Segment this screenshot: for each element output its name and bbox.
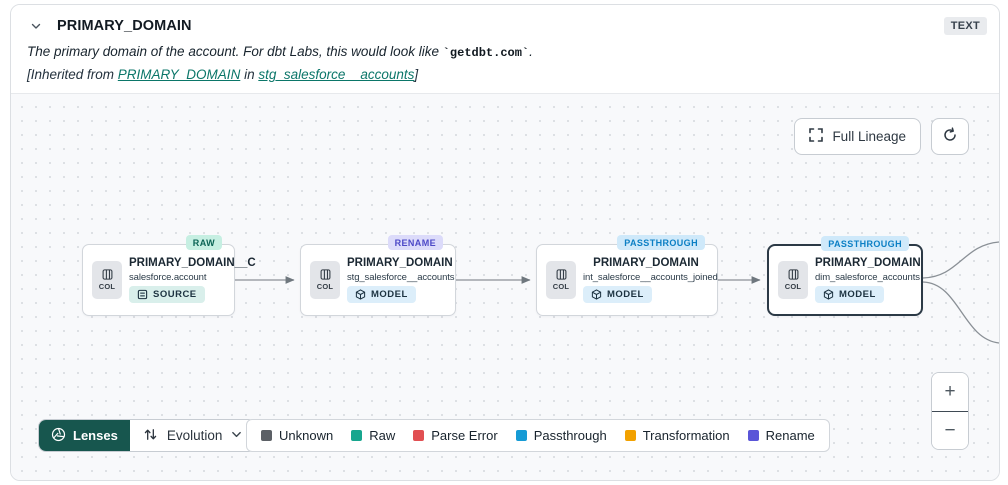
legend-item-transformation: Transformation — [624, 428, 730, 443]
inline-code: `getdbt.com` — [442, 46, 530, 60]
lens-selector[interactable]: Evolution — [129, 420, 256, 451]
legend-item-parse-error: Parse Error — [413, 428, 498, 443]
lens-aperture-icon — [51, 427, 66, 445]
zoom-controls: + − — [931, 372, 969, 450]
evolution-legend: Unknown Raw Parse Error Passthrough Tran… — [246, 419, 830, 452]
column-chip: COL — [310, 261, 340, 299]
canvas-toolbar: Full Lineage — [794, 118, 969, 155]
lenses-button[interactable]: Lenses — [39, 420, 130, 451]
legend-swatch — [413, 430, 425, 441]
node-model-name: int_salesforce__accounts_joined — [583, 272, 718, 283]
node-model-name: salesforce.account — [129, 272, 207, 283]
node-column-name: PRIMARY_DOMAIN — [815, 257, 921, 269]
evolution-icon — [143, 427, 158, 445]
chevron-down-icon — [231, 428, 242, 443]
columns-icon — [102, 269, 112, 280]
column-chip: COL — [92, 261, 122, 299]
inherited-note: [Inherited from PRIMARY_DOMAIN in stg_sa… — [27, 67, 419, 82]
selected-lens-label: Evolution — [166, 428, 223, 443]
column-lineage-panel: PRIMARY_DOMAIN TEXT The primary domain o… — [10, 4, 1000, 481]
lineage-edges — [235, 241, 999, 344]
model-icon — [591, 289, 602, 300]
lineage-node-stg-salesforce-accounts[interactable]: RENAME COL PRIMARY_DOMAIN stg_salesforce… — [300, 235, 456, 316]
lenses-bar: Lenses Evolution — [38, 419, 257, 452]
column-title: PRIMARY_DOMAIN — [57, 18, 192, 34]
legend-swatch — [261, 430, 272, 441]
column-chip: COL — [778, 261, 808, 299]
refresh-icon — [942, 127, 958, 146]
column-header: PRIMARY_DOMAIN TEXT The primary domain o… — [11, 5, 999, 93]
evolution-badge: PASSTHROUGH — [617, 235, 705, 250]
zoom-out-button[interactable]: − — [932, 411, 968, 449]
full-lineage-button[interactable]: Full Lineage — [794, 118, 921, 155]
lenses-label: Lenses — [73, 428, 118, 443]
legend-swatch — [351, 430, 363, 441]
collapse-chevron-icon[interactable] — [27, 17, 45, 35]
resource-type-badge: MODEL — [815, 286, 884, 303]
lineage-node-dim-salesforce-accounts[interactable]: PASSTHROUGH COL PRIMARY_DOMAIN dim_sales… — [767, 236, 923, 316]
model-icon — [823, 289, 834, 300]
lineage-canvas[interactable]: Full Lineage RAW COL PRIMARY_DOMAIN__C — [11, 93, 999, 480]
column-chip: COL — [546, 261, 576, 299]
legend-swatch — [515, 430, 527, 441]
resource-type-badge: MODEL — [347, 286, 416, 303]
evolution-badge: RENAME — [387, 235, 443, 250]
fullscreen-icon — [809, 128, 824, 145]
node-model-name: dim_salesforce_accounts — [815, 272, 920, 283]
columns-icon — [556, 269, 566, 280]
node-column-name: PRIMARY_DOMAIN — [347, 257, 453, 269]
evolution-badge: PASSTHROUGH — [821, 236, 909, 251]
column-description: The primary domain of the account. For d… — [27, 44, 533, 60]
lineage-node-salesforce-account[interactable]: RAW COL PRIMARY_DOMAIN__C salesforce.acc… — [82, 235, 256, 316]
legend-item-unknown: Unknown — [261, 428, 333, 443]
legend-item-passthrough: Passthrough — [515, 428, 607, 443]
evolution-badge: RAW — [185, 235, 222, 250]
legend-swatch — [624, 430, 636, 441]
columns-icon — [788, 269, 798, 280]
node-model-name: stg_salesforce__accounts — [347, 272, 455, 283]
column-type-badge: TEXT — [943, 17, 987, 35]
lineage-node-int-salesforce-accounts-joined[interactable]: PASSTHROUGH COL PRIMARY_DOMAIN int_sales… — [536, 235, 718, 316]
inherited-column-link[interactable]: PRIMARY_DOMAIN — [117, 67, 241, 82]
full-lineage-label: Full Lineage — [832, 129, 906, 144]
model-icon — [355, 289, 366, 300]
source-icon — [137, 289, 148, 300]
refresh-button[interactable] — [931, 118, 969, 155]
zoom-in-button[interactable]: + — [932, 373, 968, 411]
legend-swatch — [747, 430, 759, 441]
node-column-name: PRIMARY_DOMAIN — [593, 257, 699, 269]
node-column-name: PRIMARY_DOMAIN__C — [129, 257, 256, 269]
inherited-model-link[interactable]: stg_salesforce__accounts — [258, 67, 415, 82]
resource-type-badge: SOURCE — [129, 286, 205, 303]
legend-item-raw: Raw — [351, 428, 395, 443]
resource-type-badge: MODEL — [583, 286, 652, 303]
columns-icon — [320, 269, 330, 280]
legend-item-rename: Rename — [747, 428, 815, 443]
